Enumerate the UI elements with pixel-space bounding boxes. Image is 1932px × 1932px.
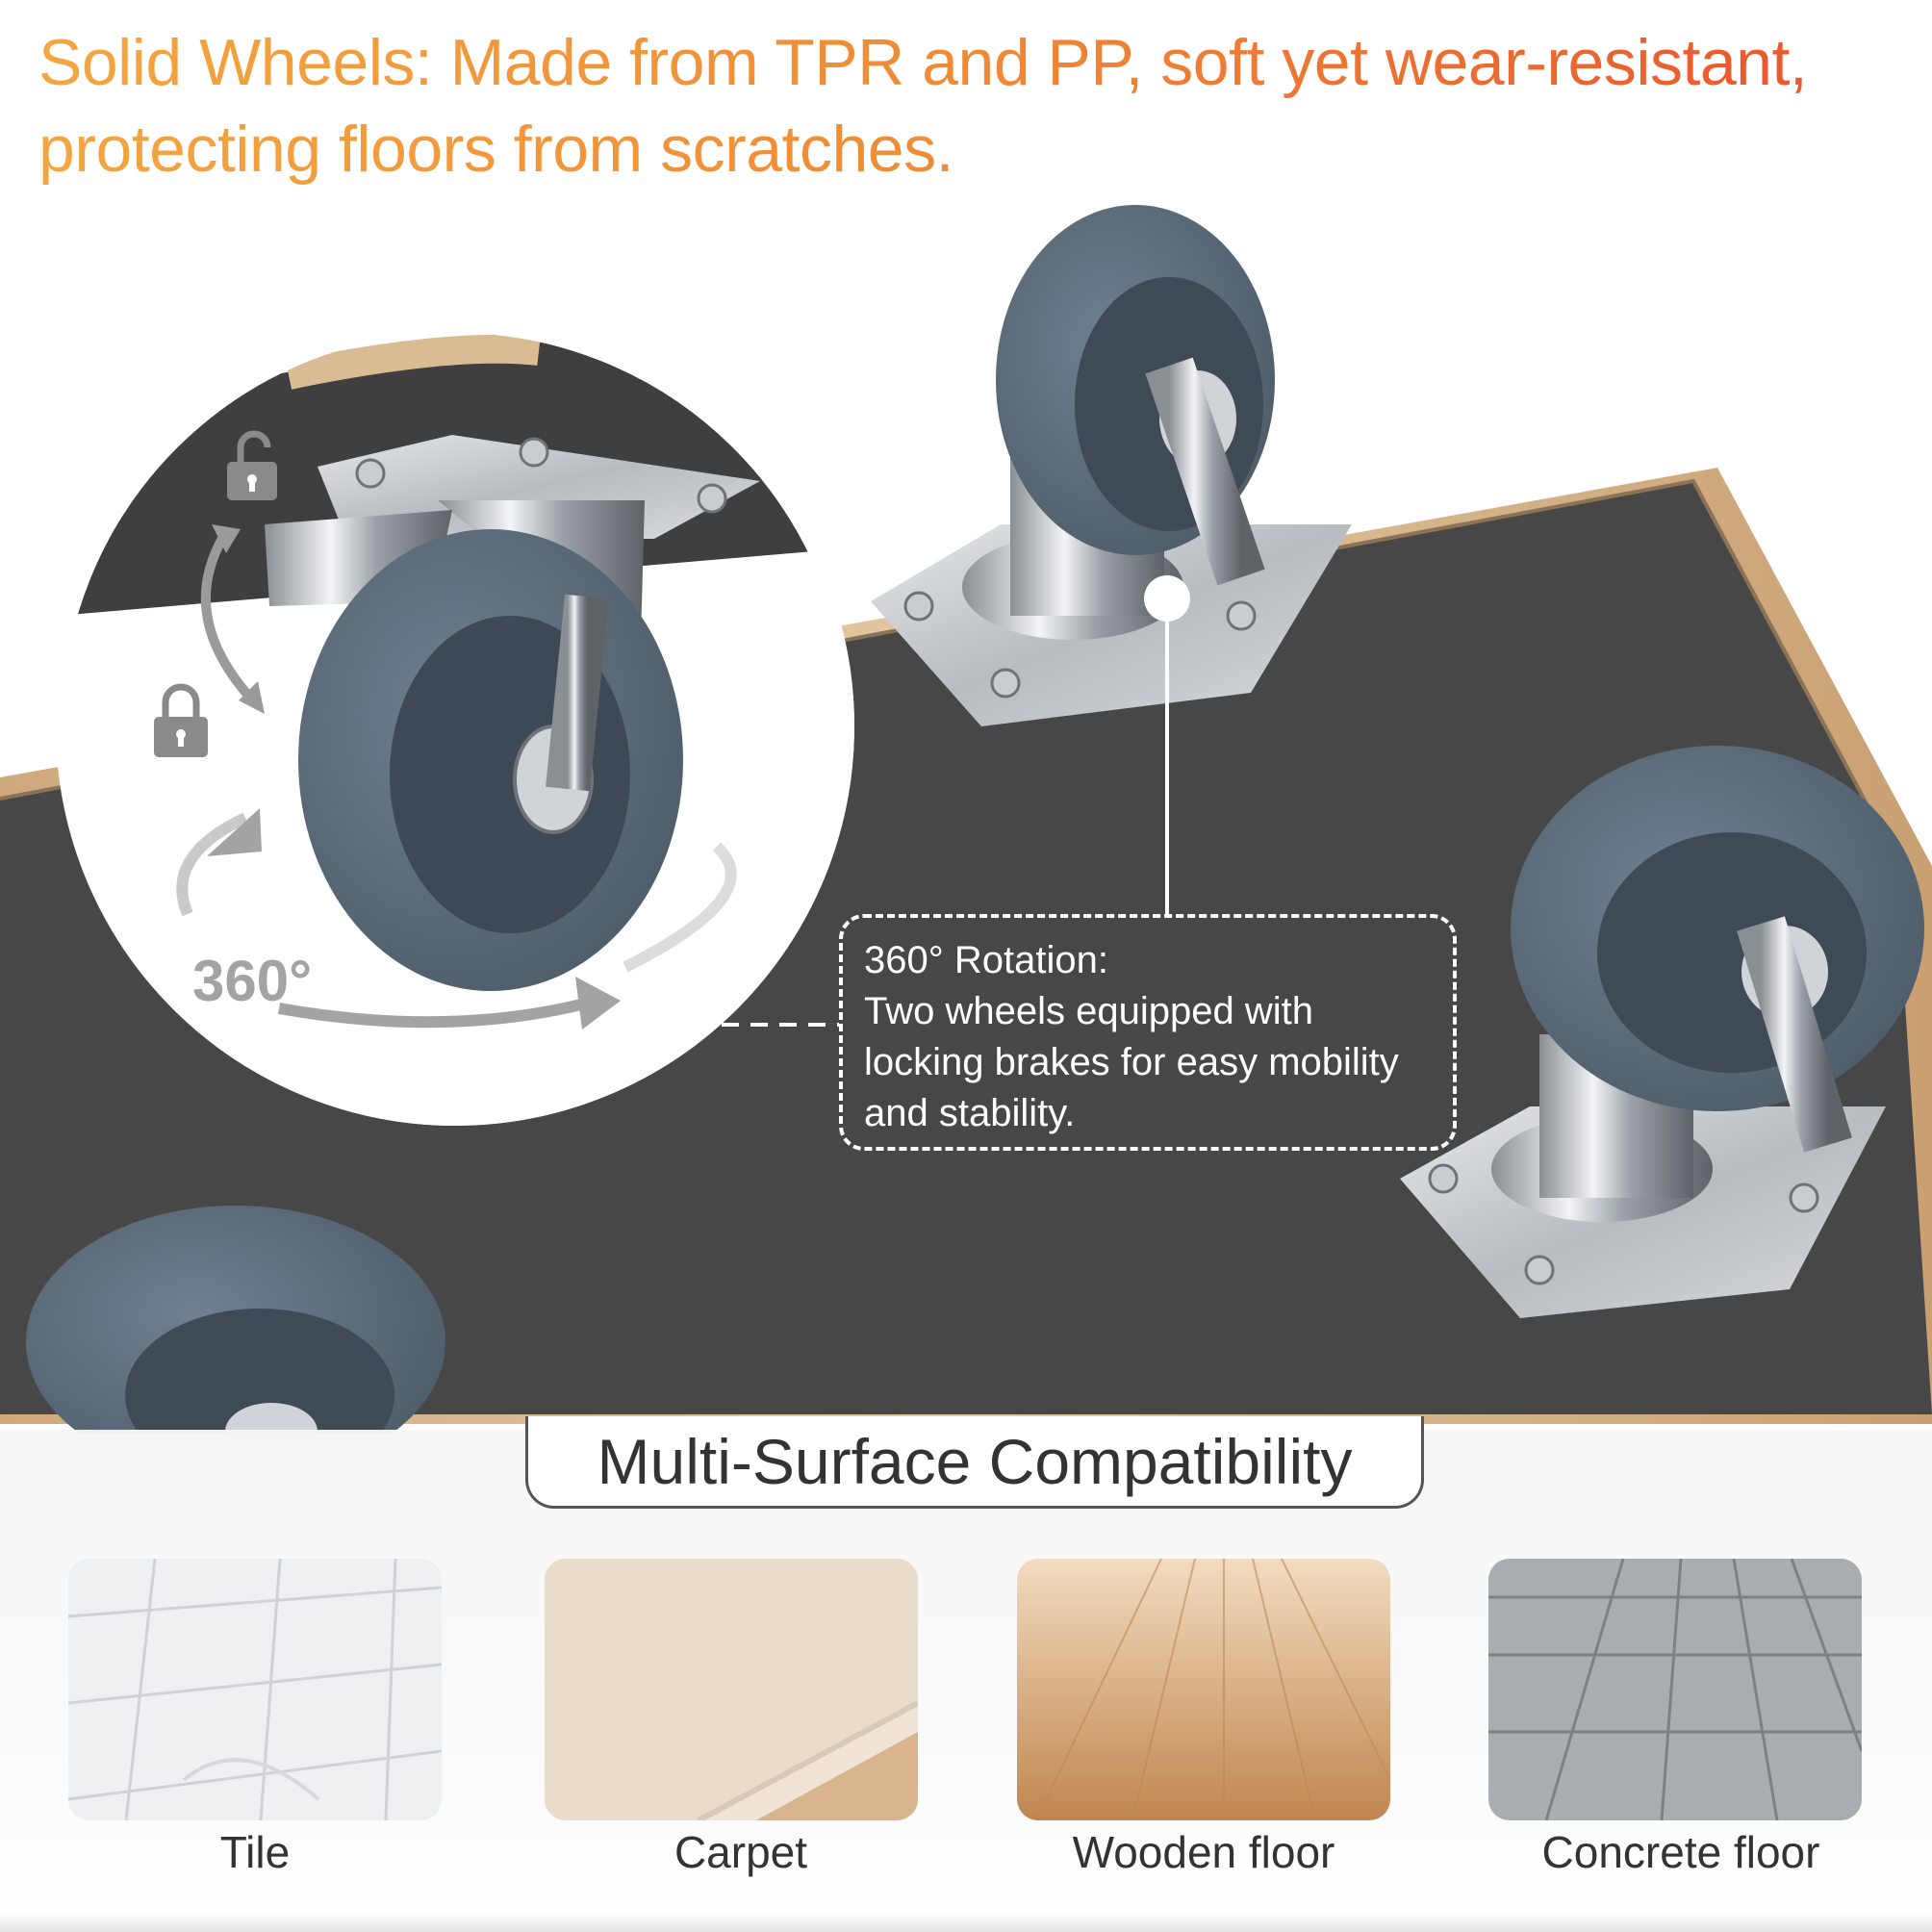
rotation-ring-icon: [176, 808, 737, 1030]
callout-anchor-dot: [1144, 575, 1190, 622]
unlock-icon: [227, 430, 277, 500]
surface-label-wooden-floor: Wooden floor: [1072, 1827, 1335, 1877]
caster-front-right: [1400, 746, 1924, 1318]
caster-rear: [871, 205, 1352, 726]
callout-title: 360° Rotation:: [864, 939, 1108, 981]
callout-line-1: Two wheels equipped with: [864, 990, 1313, 1032]
product-illustration: 360° 360° Rotation: Two wheels equipped …: [0, 205, 1932, 1434]
caster-front-left: [26, 1206, 445, 1434]
surface-label-concrete-floor: Concrete floor: [1541, 1827, 1820, 1877]
surface-tile-image: [68, 1559, 442, 1820]
surface-label-tile: Tile: [219, 1827, 291, 1877]
surface-carpet-image: [545, 1559, 918, 1820]
callout-line-2: locking brakes for easy mobility: [864, 1041, 1399, 1083]
platform-dolly-scene: [0, 205, 1932, 1434]
rotation-badge: 360°: [192, 949, 313, 1013]
zoom-detail-circle: [56, 327, 854, 1126]
surface-label-carpet: Carpet: [674, 1827, 808, 1877]
rotation-callout: 360° Rotation: Two wheels equipped with …: [839, 914, 1457, 1151]
surface-wooden-floor-image: [1017, 1559, 1390, 1820]
rotate-arrow-icon: [200, 524, 265, 714]
lock-icon: [154, 683, 208, 757]
section-title: Multi-Surface Compatibility: [525, 1416, 1424, 1509]
callout-line-3: and stability.: [864, 1092, 1076, 1134]
surface-concrete-floor-image: [1488, 1559, 1862, 1820]
